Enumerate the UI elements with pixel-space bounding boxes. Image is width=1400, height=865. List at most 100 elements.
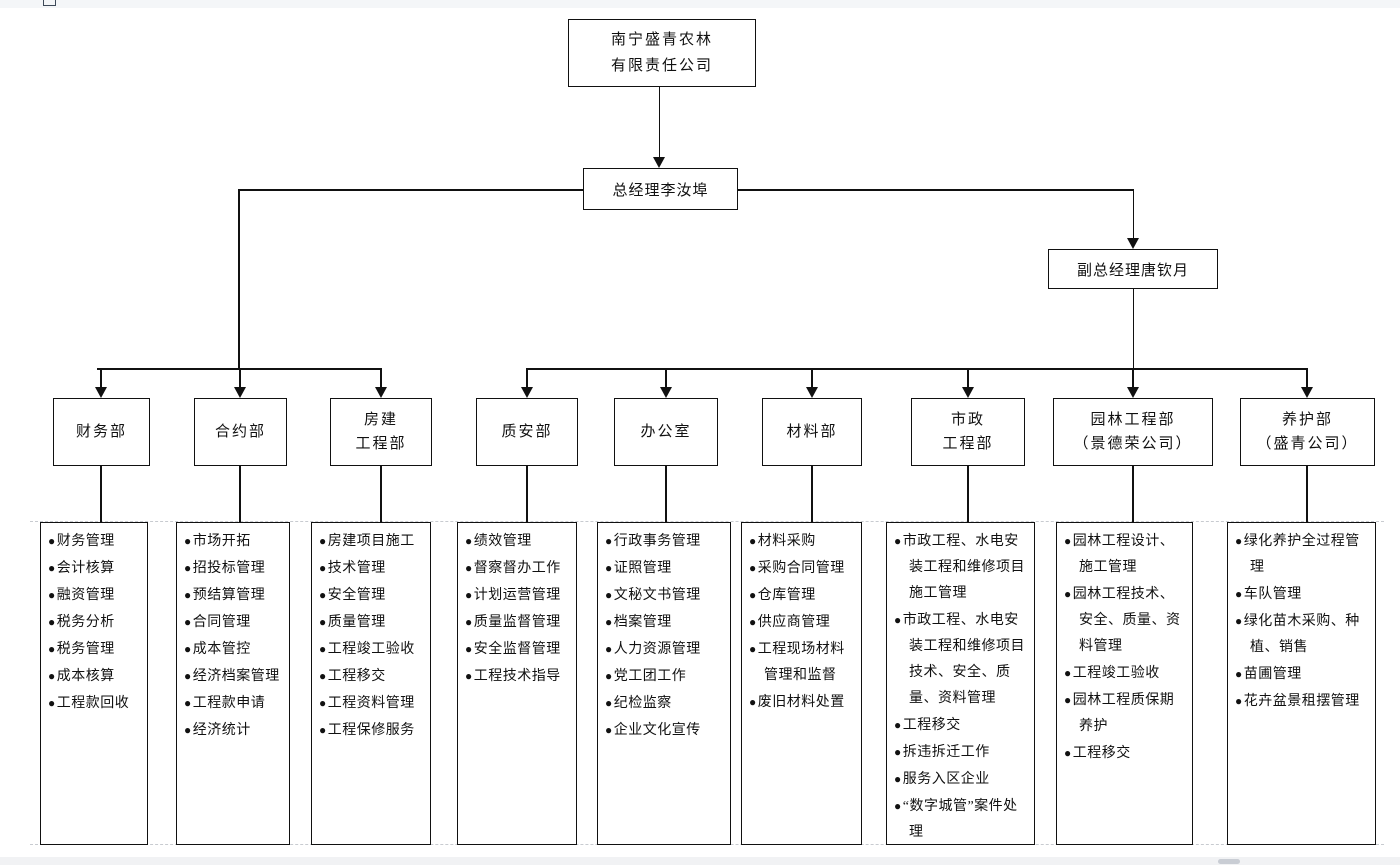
duty-list-landscape-engineering: ●园林工程设计、施工管理●园林工程技术、安全、质量、资料管理●工程竣工验收●园林…	[1056, 522, 1193, 845]
duty-item-text: 仓库管理	[757, 588, 816, 603]
duty-item-text: 人力资源管理	[613, 642, 701, 657]
window-icon	[43, 0, 56, 6]
scrollbar-thumb[interactable]	[1218, 859, 1240, 864]
duty-item: ●花卉盆景租摆管理	[1235, 688, 1370, 715]
bullet-icon: ●	[319, 615, 327, 629]
duty-list-office: ●行政事务管理●证照管理●文秘文书管理●档案管理●人力资源管理●党工团工作●纪检…	[597, 522, 731, 845]
duty-item: ●企业文化宣传	[605, 717, 725, 744]
duty-item-text: 采购合同管理	[757, 561, 845, 576]
duty-item-text: 房建项目施工	[327, 534, 415, 549]
bullet-icon: ●	[465, 561, 473, 575]
duty-item: ●工程移交	[1064, 740, 1187, 767]
duty-item: ●税务管理	[48, 636, 142, 663]
duty-item-text: 材料采购	[757, 534, 816, 549]
bullet-icon: ●	[1235, 587, 1243, 601]
duty-item: ●工程技术指导	[465, 663, 571, 690]
duty-item-text: “数字城管”案件处理	[902, 799, 1018, 840]
duty-item: ●仓库管理	[749, 582, 856, 609]
duty-list-contracts: ●市场开拓●招投标管理●预结算管理●合同管理●成本管控●经济档案管理●工程款申请…	[176, 522, 290, 845]
bullet-icon: ●	[1064, 666, 1072, 680]
arrowhead-down-icon	[374, 387, 387, 398]
duty-item: ●经济统计	[184, 717, 284, 744]
duty-item-text: 计划运营管理	[473, 588, 561, 603]
bullet-icon: ●	[749, 561, 757, 575]
bullet-icon: ●	[605, 534, 613, 548]
connector-line	[239, 466, 241, 522]
duty-item: ●工程资料管理	[319, 690, 425, 717]
duty-item: ●供应商管理	[749, 609, 856, 636]
duty-item-text: 党工团工作	[613, 669, 687, 684]
duty-item: ●成本管控	[184, 636, 284, 663]
department-box-office: 办公室	[614, 398, 718, 466]
duty-item-text: 绩效管理	[473, 534, 532, 549]
connector-line	[1306, 368, 1308, 387]
duty-item: ●工程现场材料管理和监督	[749, 636, 856, 689]
duty-item: ●拆违拆迁工作	[894, 739, 1029, 766]
connector-line	[738, 189, 1133, 191]
bullet-icon: ●	[1064, 693, 1072, 707]
connector-line	[967, 368, 969, 387]
bullet-icon: ●	[184, 561, 192, 575]
bullet-icon: ●	[605, 696, 613, 710]
connector-line	[526, 368, 528, 387]
bullet-icon: ●	[605, 588, 613, 602]
duty-item: ●纪检监察	[605, 690, 725, 717]
duty-item: ●工程竣工验收	[1064, 660, 1187, 687]
department-name: 办公室	[640, 424, 692, 440]
duty-item: ●质量监督管理	[465, 609, 571, 636]
horizontal-scrollbar[interactable]	[0, 857, 1400, 865]
bullet-icon: ●	[48, 534, 56, 548]
duty-item-text: 安全监督管理	[473, 642, 561, 657]
duty-item: ●工程款回收	[48, 690, 142, 717]
bullet-icon: ●	[1235, 667, 1243, 681]
top-toolbar-strip	[0, 0, 1400, 8]
bullet-icon: ●	[48, 696, 56, 710]
bullet-icon: ●	[894, 745, 902, 759]
bullet-icon: ●	[749, 695, 757, 709]
duty-item-text: 会计核算	[56, 561, 115, 576]
bullet-icon: ●	[48, 615, 56, 629]
general-manager-box: 总经理李汝埠	[583, 168, 738, 210]
duty-item-text: 工程款回收	[56, 696, 130, 711]
arrowhead-down-icon	[805, 387, 818, 398]
department-name: 市政	[950, 412, 985, 428]
duty-item-text: 督察督办工作	[473, 561, 561, 576]
bullet-icon: ●	[465, 642, 473, 656]
duty-item: ●经济档案管理	[184, 663, 284, 690]
bullet-icon: ●	[1064, 587, 1072, 601]
duty-item: ●安全监督管理	[465, 636, 571, 663]
bullet-icon: ●	[48, 588, 56, 602]
connector-line	[100, 368, 102, 387]
department-name: 园林工程部	[1090, 412, 1176, 428]
bullet-icon: ●	[184, 723, 192, 737]
bullet-icon: ●	[749, 534, 757, 548]
duty-item-text: 绿化养护全过程管理	[1243, 534, 1360, 575]
duty-item-text: 工程竣工验收	[1072, 666, 1160, 681]
duty-item: ●文秘文书管理	[605, 582, 725, 609]
duty-item-text: 税务分析	[56, 615, 115, 630]
bullet-icon: ●	[1235, 694, 1243, 708]
duty-item-text: 苗圃管理	[1243, 667, 1302, 682]
bullet-icon: ●	[465, 615, 473, 629]
department-name: 工程部	[355, 436, 407, 452]
bullet-icon: ●	[465, 534, 473, 548]
duty-item-text: 工程移交	[1072, 746, 1131, 761]
bullet-icon: ●	[319, 534, 327, 548]
connector-line	[1132, 466, 1134, 522]
connector-line	[238, 189, 240, 368]
arrowhead-down-icon	[659, 387, 672, 398]
duty-item-text: 成本核算	[56, 669, 115, 684]
duty-item-text: 安全管理	[327, 588, 386, 603]
duty-item: ●工程竣工验收	[319, 636, 425, 663]
duty-item: ●“数字城管”案件处理	[894, 793, 1029, 846]
company-box: 南宁盛青农林 有限责任公司	[568, 19, 756, 87]
department-name: 房建	[363, 412, 398, 428]
bullet-icon: ●	[48, 561, 56, 575]
duty-item-text: 工程资料管理	[327, 696, 415, 711]
duty-item: ●计划运营管理	[465, 582, 571, 609]
duty-list-maintenance: ●绿化养护全过程管理●车队管理●绿化苗木采购、种植、销售●苗圃管理●花卉盆景租摆…	[1227, 522, 1376, 845]
duty-item-text: 工程技术指导	[473, 669, 561, 684]
bullet-icon: ●	[605, 723, 613, 737]
duty-item: ●证照管理	[605, 555, 725, 582]
duty-item: ●税务分析	[48, 609, 142, 636]
